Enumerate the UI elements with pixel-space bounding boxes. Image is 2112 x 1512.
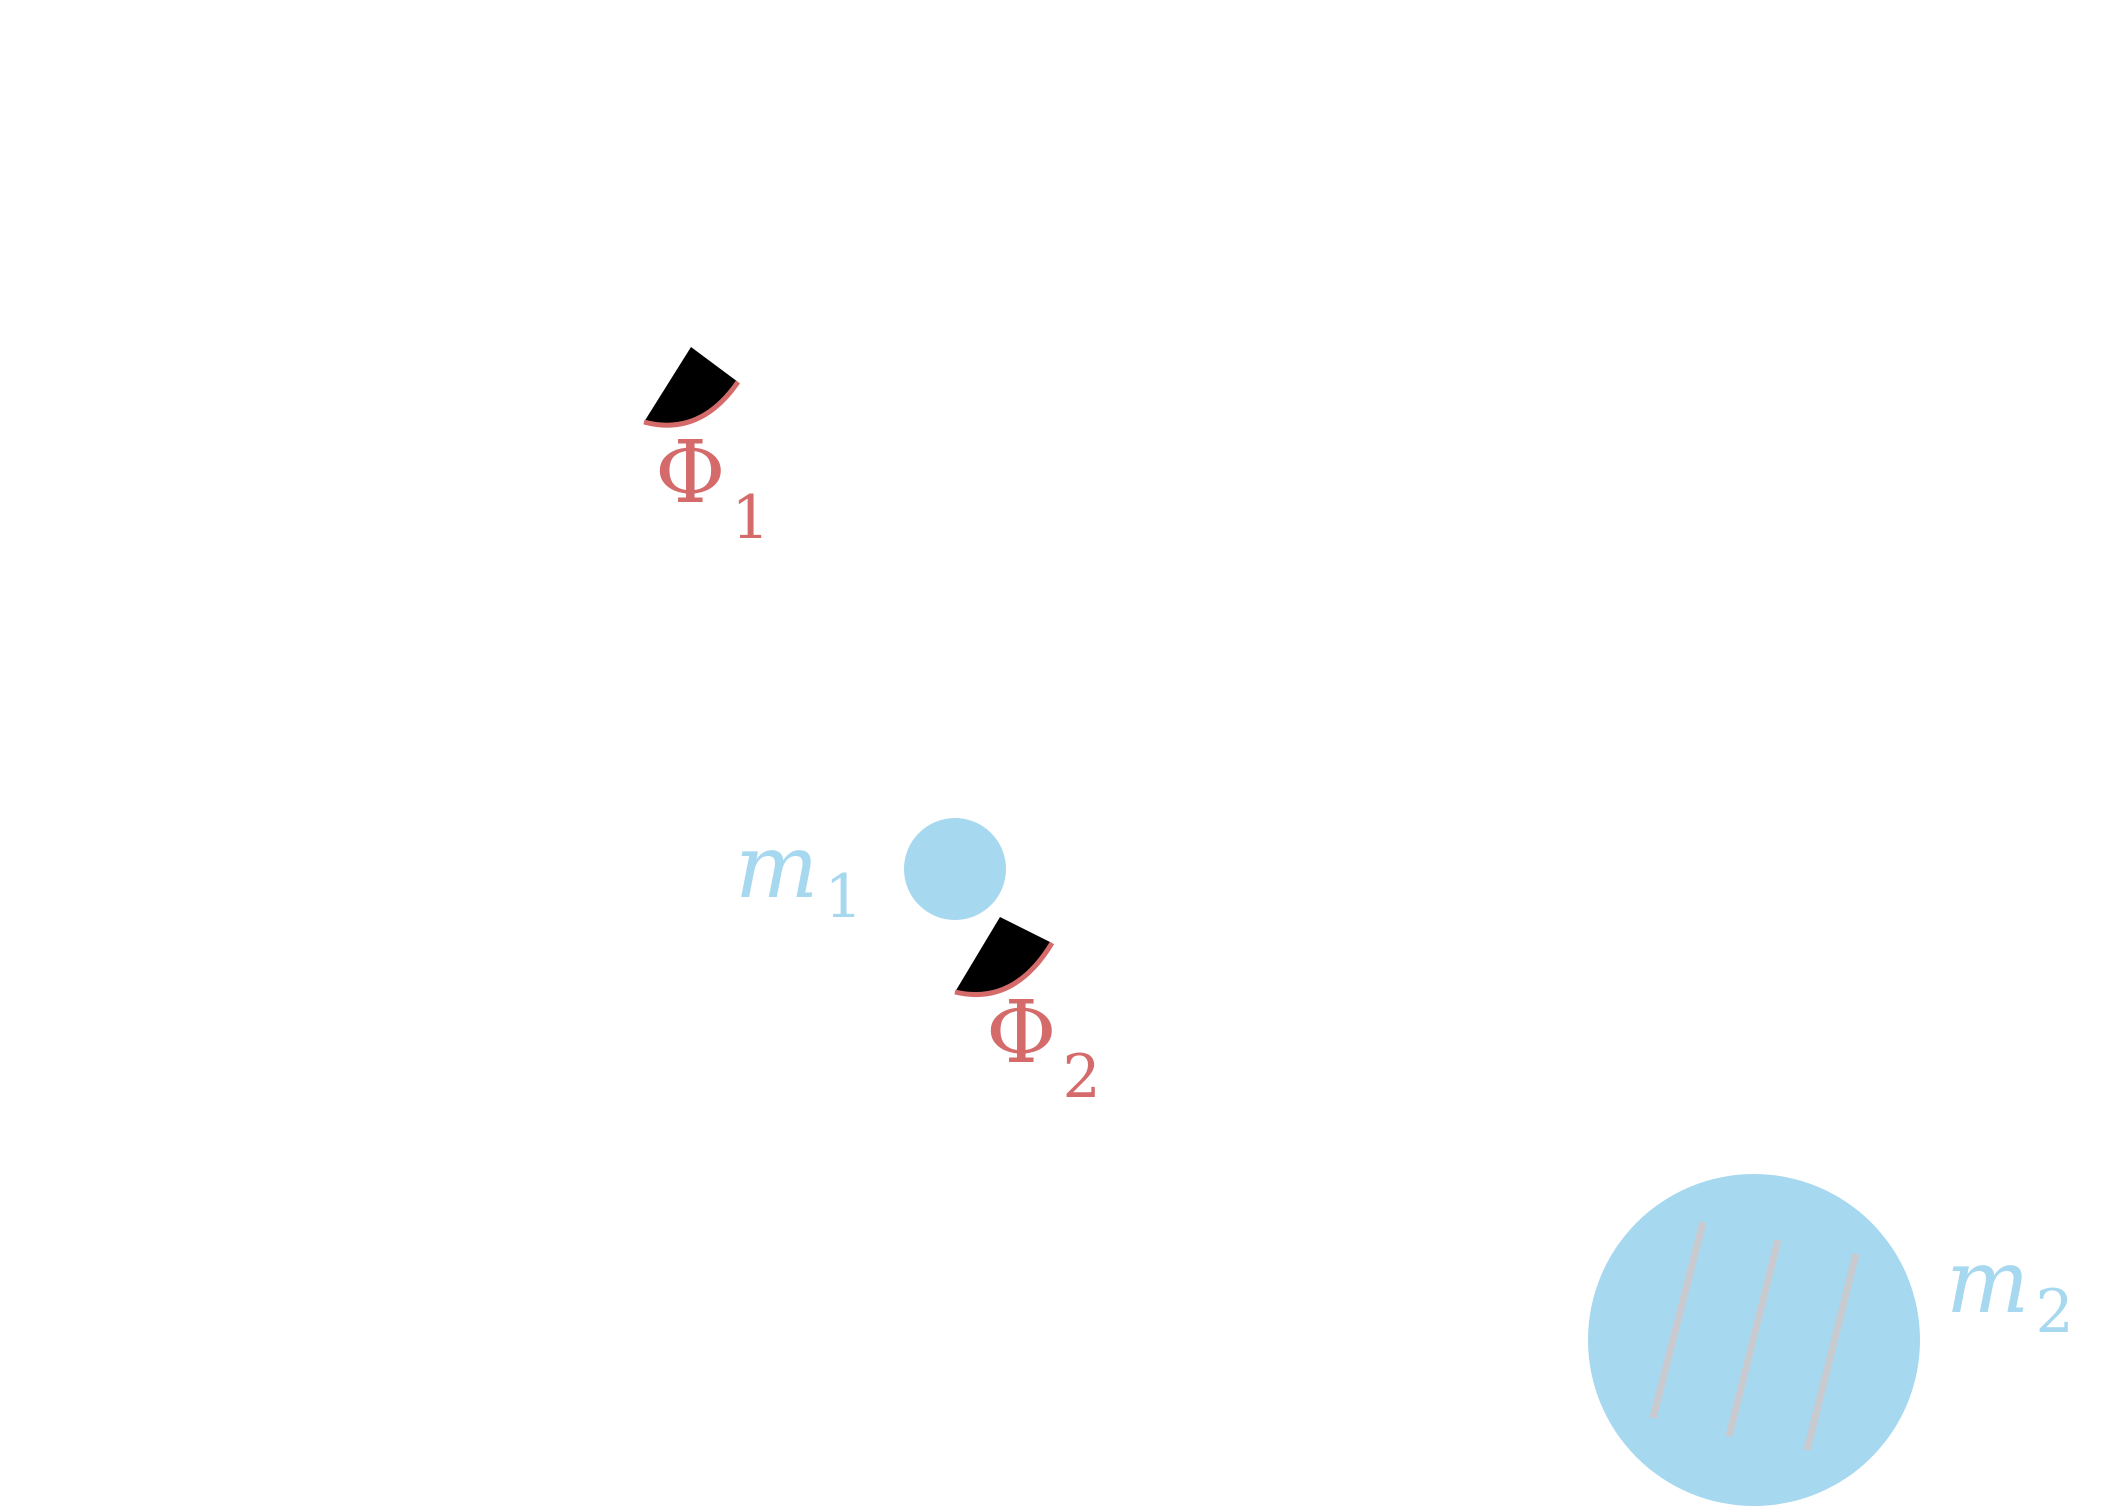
phi1-symbol: Φ [655, 423, 726, 523]
m1-subscript: 1 [824, 862, 862, 932]
phi2-symbol: Φ [986, 983, 1057, 1083]
phi2-shape [954, 917, 1055, 998]
m2-subscript: 2 [2035, 1277, 2073, 1347]
m2-stripe [1803, 1253, 1860, 1451]
phi1-subscript: 1 [732, 483, 770, 553]
m2-stripe [1725, 1239, 1782, 1437]
phi2-subscript: 2 [1063, 1042, 1101, 1112]
m2-mass [1588, 1174, 1920, 1506]
m1-symbol: m [735, 815, 818, 918]
m1-mass [904, 818, 1006, 920]
phi1-shape [643, 347, 741, 428]
m2-stripe [1649, 1221, 1707, 1419]
m2-symbol: m [1946, 1230, 2029, 1333]
